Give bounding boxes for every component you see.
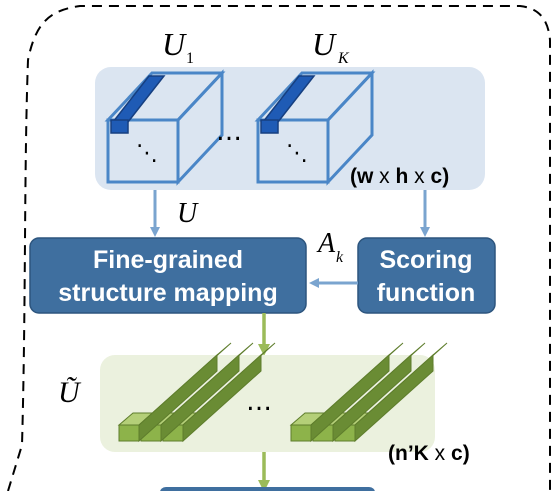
dim-top: (w x h x c) xyxy=(350,165,449,188)
fine-grained-box xyxy=(29,237,307,314)
dim-bottom: (n’K x c) xyxy=(388,442,470,465)
fine-grained-line2: structure mapping xyxy=(58,279,277,307)
scoring-box xyxy=(357,237,496,314)
label-u1: U xyxy=(162,26,187,62)
bar-u1 xyxy=(110,75,166,134)
label-uk-sub: K xyxy=(337,50,350,67)
label-ak-sub: k xyxy=(336,249,344,266)
cube-uk xyxy=(254,69,376,186)
dots-diag-k: ⋱ xyxy=(286,141,308,166)
label-u-tilde: Ũ xyxy=(58,376,82,409)
next-box-partial xyxy=(160,487,375,491)
dashed-frame xyxy=(7,5,551,491)
label-ak: A xyxy=(316,228,336,259)
scoring-line2: function xyxy=(377,279,476,307)
label-u: U xyxy=(177,198,199,229)
fine-grained-line1: Fine-grained xyxy=(93,246,243,274)
bar-uk xyxy=(260,75,316,134)
dots-diag-1: ⋱ xyxy=(136,141,158,166)
ellipsis-bottom: … xyxy=(246,387,272,417)
scoring-line1: Scoring xyxy=(379,246,472,274)
label-uk: U xyxy=(312,26,337,62)
feature-maps-panel xyxy=(95,67,485,190)
ellipsis-top: … xyxy=(216,117,242,147)
label-u1-sub: 1 xyxy=(186,50,194,67)
cube-u1 xyxy=(104,69,226,186)
